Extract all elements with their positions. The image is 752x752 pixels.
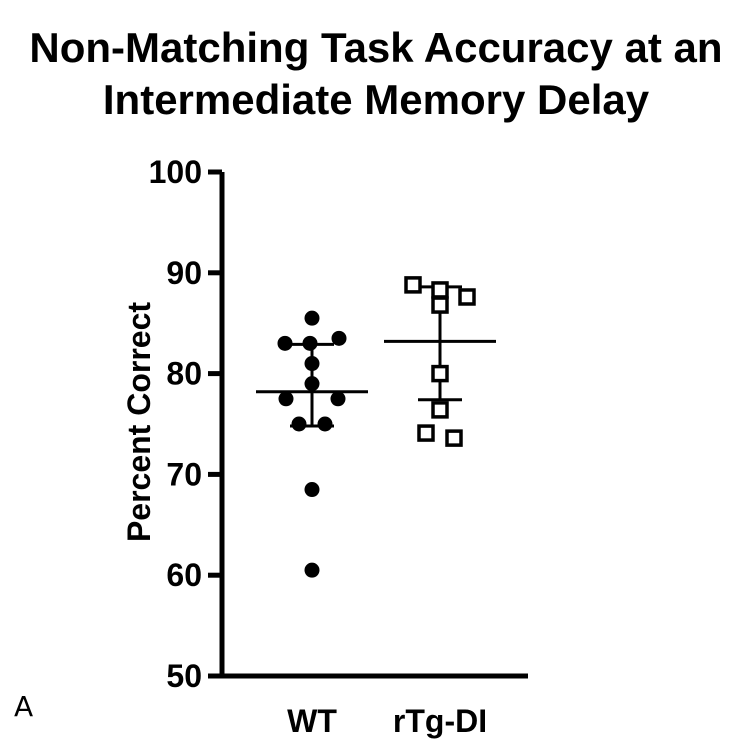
data-point	[431, 401, 449, 419]
y-tick-label: 50	[166, 658, 202, 694]
data-point	[317, 416, 333, 432]
y-axis-label: Percent Correct	[121, 302, 157, 542]
y-tick-label: 90	[166, 255, 202, 291]
data-point	[458, 288, 476, 306]
data-point	[331, 330, 347, 346]
y-tick-label: 100	[149, 154, 202, 190]
y-tick-label: 80	[166, 356, 202, 392]
chart-title-line-1: Non-Matching Task Accuracy at an	[29, 24, 723, 71]
data-point	[304, 376, 320, 392]
data-point	[278, 391, 294, 407]
data-point	[304, 562, 320, 578]
data-point	[330, 391, 346, 407]
series-wt	[256, 310, 368, 578]
chart-title-line-2: Intermediate Memory Delay	[102, 76, 650, 123]
y-tick-label: 70	[166, 456, 202, 492]
data-point	[404, 276, 422, 294]
chart-marks	[256, 276, 496, 578]
data-point	[291, 416, 307, 432]
y-tick-label: 60	[166, 557, 202, 593]
x-tick-label: rTg-DI	[393, 703, 487, 739]
x-tick-label: WT	[287, 703, 337, 739]
data-point	[417, 424, 435, 442]
panel-label: A	[14, 690, 34, 723]
data-point	[304, 356, 320, 372]
data-point	[445, 429, 463, 447]
data-point	[277, 335, 293, 351]
series-rtg-di	[384, 276, 496, 447]
data-point	[304, 310, 320, 326]
data-point	[431, 296, 449, 314]
data-point	[431, 364, 449, 383]
chart-title: Non-Matching Task Accuracy at an Interme…	[0, 22, 752, 126]
data-point	[302, 335, 318, 351]
data-point	[304, 482, 320, 498]
data-point	[431, 281, 449, 299]
